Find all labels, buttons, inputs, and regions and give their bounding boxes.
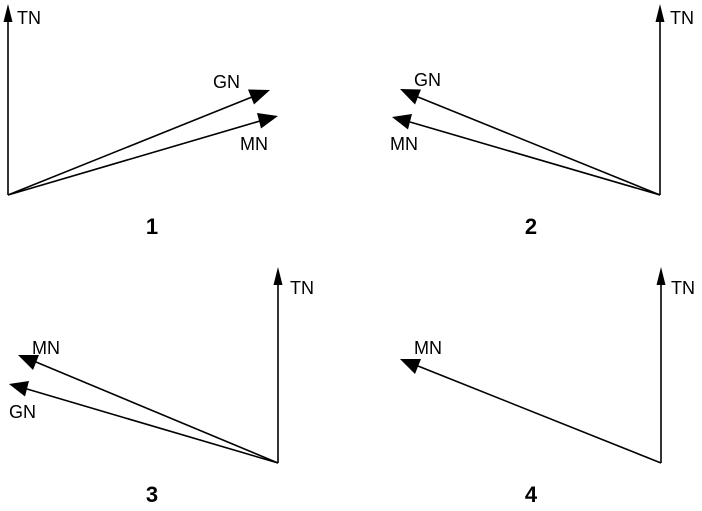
panel-1-mn-label: MN [240,134,268,154]
panel-2-number: 2 [525,214,537,239]
panel-2-tn-arrowhead [655,4,665,22]
panel-2-mn-label: MN [390,134,418,154]
panel-4-tn-arrowhead [656,267,666,285]
panel-2: TN GN MN 2 [390,4,694,239]
panel-1-mn-arrowhead [257,113,278,129]
panel-3-gn-arrowhead [9,381,29,397]
panel-2-mn-arrow [409,121,661,196]
panel-4-mn-label: MN [414,338,442,358]
panel-1-gn-label: GN [213,72,240,92]
panel-1-mn-arrow [7,120,261,196]
panel-4-mn-arrow [417,365,662,464]
panel-4-tn-label: TN [671,278,695,298]
panel-3-tn-label: TN [290,278,314,298]
panel-3-tn-arrowhead [273,267,283,285]
panel-2-gn-arrowhead [400,89,421,105]
panel-2-tn-label: TN [670,8,694,28]
panel-3-gn-label: GN [9,402,36,422]
panel-1-number: 1 [146,214,158,239]
panel-2-gn-arrow [417,96,661,196]
panel-3-gn-arrow [26,388,279,464]
panel-3-mn-arrowhead [18,355,39,370]
panel-3-mn-arrow [35,361,279,464]
panel-1: TN GN MN 1 [3,4,278,239]
panel-4-mn-arrowhead [400,359,421,374]
panel-3-number: 3 [146,482,158,507]
panel-1-gn-arrow [7,96,253,196]
panel-1-tn-arrowhead [3,4,13,22]
panel-1-tn-label: TN [17,8,41,28]
panel-3-mn-label: MN [32,338,60,358]
panel-2-mn-arrowhead [392,114,412,130]
panel-3: TN MN GN 3 [9,267,314,507]
panel-1-gn-arrowhead [248,89,270,105]
panel-4-number: 4 [525,482,538,507]
panel-2-gn-label: GN [414,70,441,90]
panel-4: TN MN 4 [400,267,695,507]
